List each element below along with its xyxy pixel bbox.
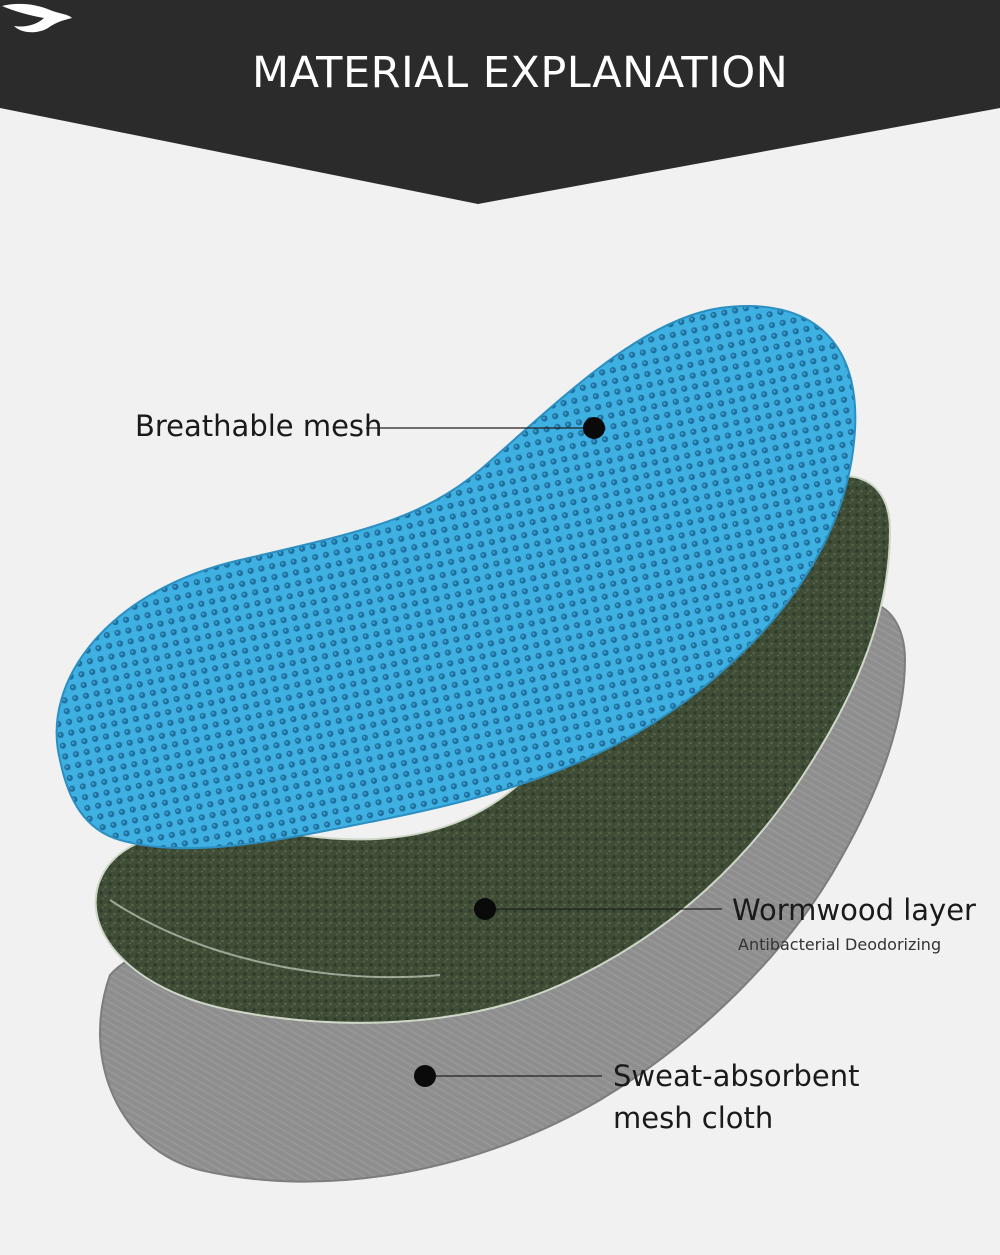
header-background: [0, 0, 1000, 204]
insole-layer-mesh: [55, 305, 857, 850]
label-wormwood-layer: Wormwood layer: [732, 893, 976, 927]
callout-dot-wormwood: [474, 898, 496, 920]
label-breathable-mesh: Breathable mesh: [135, 409, 383, 443]
leaf-icon: [2, 3, 72, 33]
label-mesh-cloth: mesh cloth: [613, 1101, 774, 1135]
callout-dot-mesh: [583, 417, 605, 439]
header-banner: MATERIAL EXPLANATION: [0, 0, 1000, 210]
page-title: MATERIAL EXPLANATION: [252, 48, 789, 98]
callout-dot-cloth: [414, 1065, 436, 1087]
label-sweat-absorbent: Sweat-absorbent: [613, 1059, 860, 1093]
label-wormwood-subtitle: Antibacterial Deodorizing: [738, 935, 942, 954]
